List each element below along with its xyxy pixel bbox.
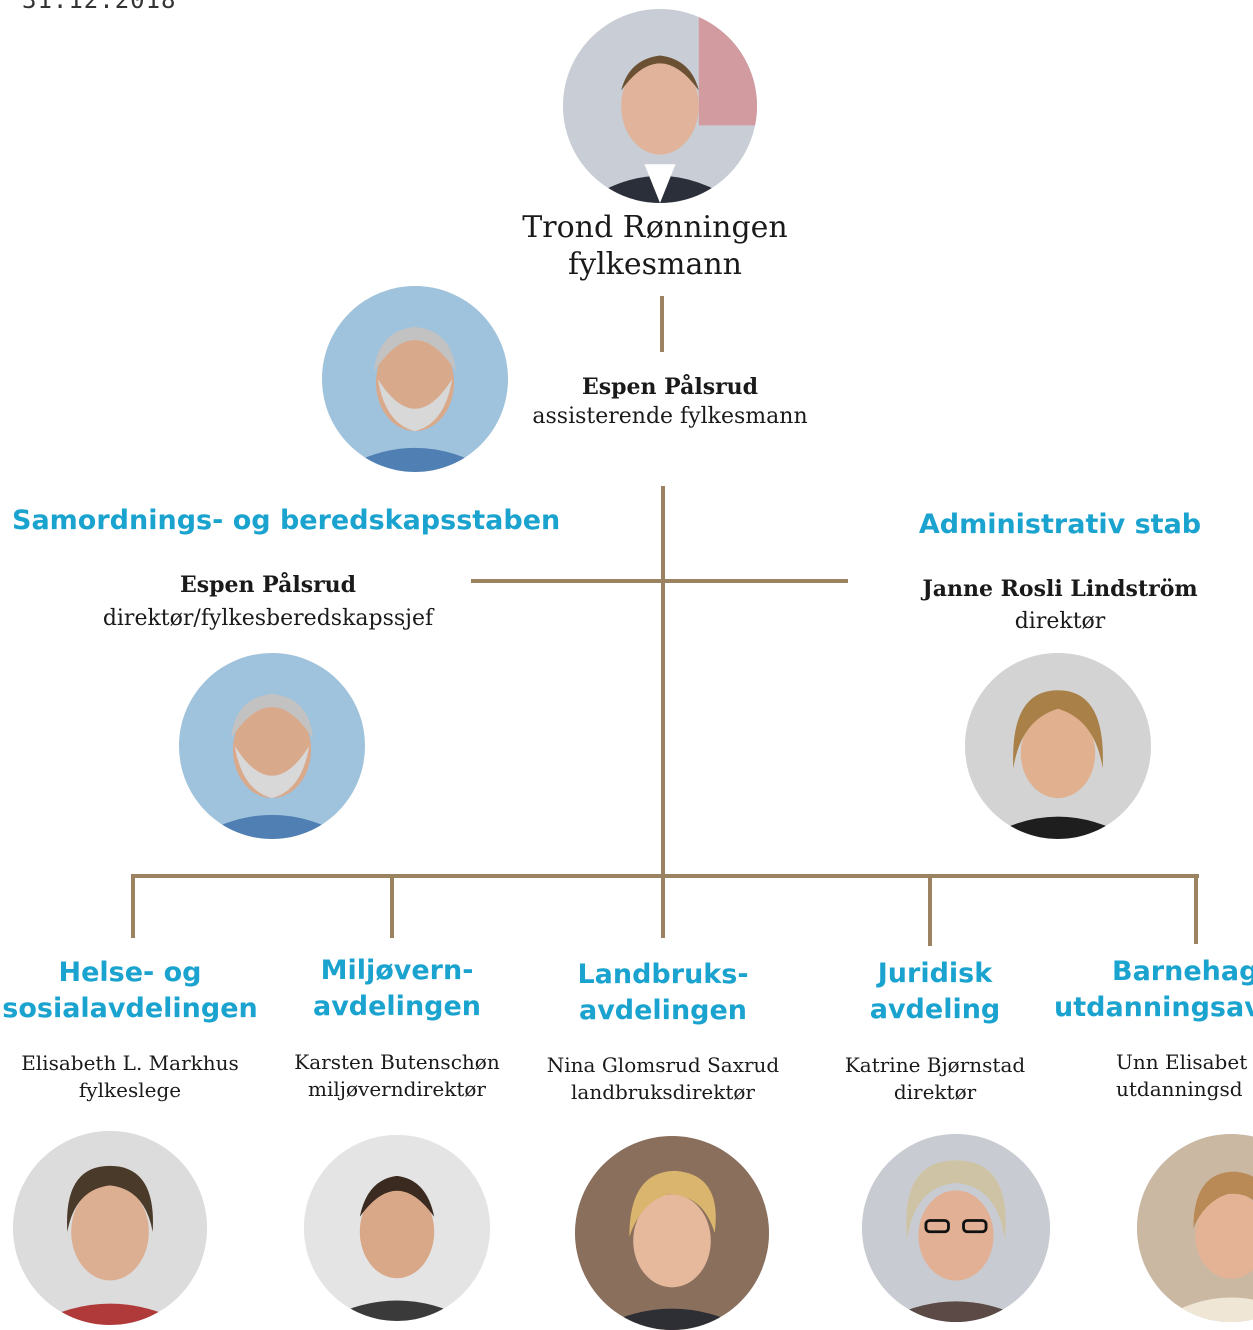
dept-title-juridisk-line1: Juridisk — [877, 958, 993, 989]
dept-photo-barnehage-clip — [1137, 1134, 1253, 1322]
chief-name: Trond Rønningen — [522, 210, 788, 245]
connector-chief-to-assistant — [660, 296, 664, 352]
assistant-photo — [322, 286, 508, 472]
staff-role-administrativ: direktør — [1014, 609, 1106, 634]
portrait-man-grey-hair-icon — [322, 286, 508, 472]
dept-photo-juridisk — [862, 1134, 1050, 1322]
dept-photo-landbruk — [575, 1136, 769, 1330]
dept-person-helse-role: fylkeslege — [78, 1078, 182, 1102]
assistant-name: Espen Pålsrud — [581, 374, 759, 400]
dept-person-barnehage: Unn Elisabet utdanningsd — [1116, 1049, 1247, 1103]
staff-photo-samordning — [179, 653, 365, 839]
dept-person-barnehage-name: Unn Elisabet — [1116, 1050, 1248, 1074]
org-chart-date: 31.12.2018 — [22, 0, 177, 14]
dept-title-barnehage-line2: utdanningsav — [1054, 992, 1253, 1023]
dept-title-landbruk-line2: avdelingen — [578, 995, 748, 1026]
connector-dept-5 — [1194, 874, 1198, 944]
dept-title-barnehage-line1: Barnehag — [1112, 956, 1253, 987]
staff-title-administrativ: Administrativ stab — [918, 509, 1202, 540]
portrait-man-dark-hair-icon — [304, 1135, 490, 1321]
dept-title-landbruk-line1: Landbruks- — [577, 959, 749, 990]
connector-dept-4 — [928, 874, 932, 946]
assistant-title: assisterende fylkesmann — [532, 404, 808, 429]
dept-person-juridisk-role: direktør — [893, 1080, 977, 1104]
dept-title-helse: Helse- og sosialavdelingen — [0, 955, 260, 1027]
portrait-woman-fur-hood-icon — [1137, 1134, 1253, 1322]
dept-title-miljovern: Miljøvern- avdelingen — [272, 953, 522, 1025]
dept-person-barnehage-role: utdanningsd — [1116, 1077, 1243, 1101]
dept-person-juridisk-name: Katrine Bjørnstad — [844, 1053, 1026, 1077]
staff-name-samordning: Espen Pålsrud — [179, 572, 357, 598]
chief-photo — [563, 9, 757, 203]
dept-photo-helse — [13, 1131, 207, 1325]
dept-person-landbruk-role: landbruksdirektør — [571, 1080, 755, 1104]
dept-title-barnehage: Barnehag utdanningsav — [1054, 954, 1253, 1026]
staff-title-samordning: Samordnings- og beredskapsstaben — [12, 505, 561, 536]
connector-staff-horizontal — [471, 579, 848, 583]
chief-title: fylkesmann — [568, 247, 742, 282]
dept-person-landbruk-name: Nina Glomsrud Saxrud — [546, 1053, 780, 1077]
dept-person-juridisk: Katrine Bjørnstad direktør — [820, 1052, 1050, 1106]
staff-name-administrativ: Janne Rosli Lindström — [922, 576, 1198, 602]
dept-person-miljovern-role: miljøverndirektør — [308, 1077, 486, 1101]
dept-title-helse-line1: Helse- og — [58, 957, 202, 988]
staff-photo-administrativ — [965, 653, 1151, 839]
portrait-man-suit-icon — [563, 9, 757, 203]
staff-role-samordning: direktør/fylkesberedskapssjef — [102, 606, 434, 631]
dept-title-landbruk: Landbruks- avdelingen — [538, 957, 788, 1029]
dept-person-helse-name: Elisabeth L. Markhus — [21, 1051, 239, 1075]
dept-person-miljovern-name: Karsten Butenschøn — [294, 1050, 500, 1074]
dept-person-helse: Elisabeth L. Markhus fylkeslege — [0, 1050, 260, 1104]
portrait-woman-blonde-icon — [965, 653, 1151, 839]
connector-dept-horizontal — [131, 874, 1199, 878]
dept-title-juridisk-line2: avdeling — [869, 994, 1001, 1025]
dept-photo-barnehage — [1137, 1134, 1253, 1322]
dept-photo-miljovern — [304, 1135, 490, 1321]
portrait-woman-blonde-short-icon — [575, 1136, 769, 1330]
dept-person-miljovern: Karsten Butenschøn miljøverndirektør — [272, 1049, 522, 1103]
dept-title-helse-line2: sosialavdelingen — [2, 993, 258, 1024]
dept-person-landbruk: Nina Glomsrud Saxrud landbruksdirektør — [528, 1052, 798, 1106]
portrait-woman-short-hair-icon — [13, 1131, 207, 1325]
connector-main-vertical — [661, 486, 665, 938]
portrait-woman-curly-glasses-icon — [862, 1134, 1050, 1322]
portrait-man-grey-hair-icon — [179, 653, 365, 839]
dept-title-juridisk: Juridisk avdeling — [820, 956, 1050, 1028]
dept-title-miljovern-line2: avdelingen — [312, 991, 482, 1022]
connector-dept-1 — [131, 874, 135, 938]
connector-dept-2 — [390, 874, 394, 938]
dept-title-miljovern-line1: Miljøvern- — [320, 955, 474, 986]
